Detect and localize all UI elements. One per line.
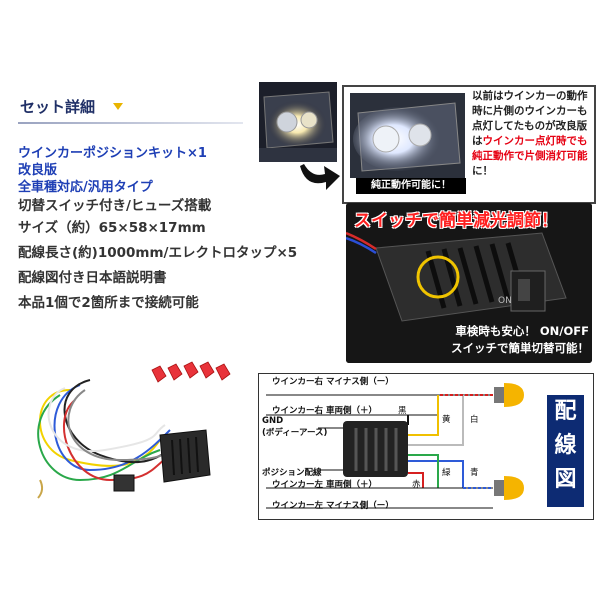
wiring-tag-char: 配: [554, 399, 577, 424]
wire-color-white: 白: [470, 415, 479, 425]
wire-color-blue: 青: [470, 468, 479, 478]
headlight-before-photo: [259, 82, 337, 162]
callout-note-part3: に！: [472, 165, 493, 177]
wiring-lines: [266, 383, 524, 509]
switch-note-line1: 車検時も安心！ ON/OFF: [455, 324, 589, 338]
wire-color-black: 黒: [398, 406, 407, 416]
wiring-tag-char: 図: [554, 467, 577, 492]
label-left-minus: ウインカー左 マイナス側（ー）: [272, 501, 394, 511]
wire-color-yellow: 黄: [442, 415, 451, 425]
label-gnd-body: (ボディーアース): [262, 428, 328, 438]
control-box-photo: [346, 203, 592, 363]
bulb-icon-top: [494, 383, 524, 407]
triangle-down-icon: [113, 103, 123, 110]
label-right-minus: ウインカー右 マイナス側（ー）: [272, 377, 394, 387]
spec-item: 配線長さ(約)1000mm/エレクトロタップ×5: [18, 245, 298, 261]
label-position: ポジション配線: [262, 468, 322, 478]
wiring-tag-char: 線: [554, 433, 577, 458]
switch-note: 車検時も安心！ ON/OFF スイッチで簡単切替可能！: [384, 323, 589, 357]
spec-item: 切替スイッチ付き/ヒューズ搭載: [18, 198, 212, 214]
spec-item: サイズ（約）65×58×17mm: [18, 220, 206, 236]
spec-item: 本品1個で2箇所まで接続可能: [18, 295, 199, 311]
curved-arrow-icon: [300, 164, 340, 190]
wire-color-red: 赤: [412, 480, 421, 490]
spec-item: ウインカーポジションキット×1: [18, 146, 207, 161]
spec-item: 配線図付き日本語説明書: [18, 270, 167, 286]
section-title: セット詳細: [20, 98, 96, 116]
wiring-tag: 配 線 図: [547, 395, 584, 507]
switch-note-line2: スイッチで簡単切替可能！: [451, 341, 589, 355]
headlight-after-photo: [350, 93, 465, 178]
callout-note-part2: ウインカー点灯時でも純正動作で片側消灯可能: [472, 135, 588, 162]
callout-note-part1: 以前はウインカーの動作時に片側のウインカーも点灯してたものが改良版は: [472, 90, 588, 147]
spec-item: 全車種対応/汎用タイプ: [18, 180, 153, 195]
label-gnd: GND: [262, 416, 284, 426]
callout-label: 純正動作可能に！: [356, 178, 466, 194]
wire-color-green: 緑: [442, 468, 451, 478]
spec-list: ウインカーポジションキット×1 改良版 全車種対応/汎用タイプ 切替スイッチ付き…: [18, 145, 297, 316]
product-photo: [37, 361, 231, 499]
switch-photo-panel: [346, 203, 592, 363]
spec-item: 改良版: [18, 163, 58, 178]
label-left-body: ウインカー左 車両側（＋）: [272, 480, 377, 490]
label-right-body: ウインカー右 車両側（＋）: [272, 406, 377, 416]
bulb-icon-bottom: [494, 476, 524, 500]
switch-title: スイッチで簡単減光調節！: [354, 211, 558, 231]
divider: [18, 122, 243, 124]
wiring-diagram: [258, 373, 594, 520]
callout-note: 以前はウインカーの動作時に片側のウインカーも点灯してたものが改良版はウインカー点…: [472, 89, 592, 179]
on-label: ON: [498, 296, 512, 306]
